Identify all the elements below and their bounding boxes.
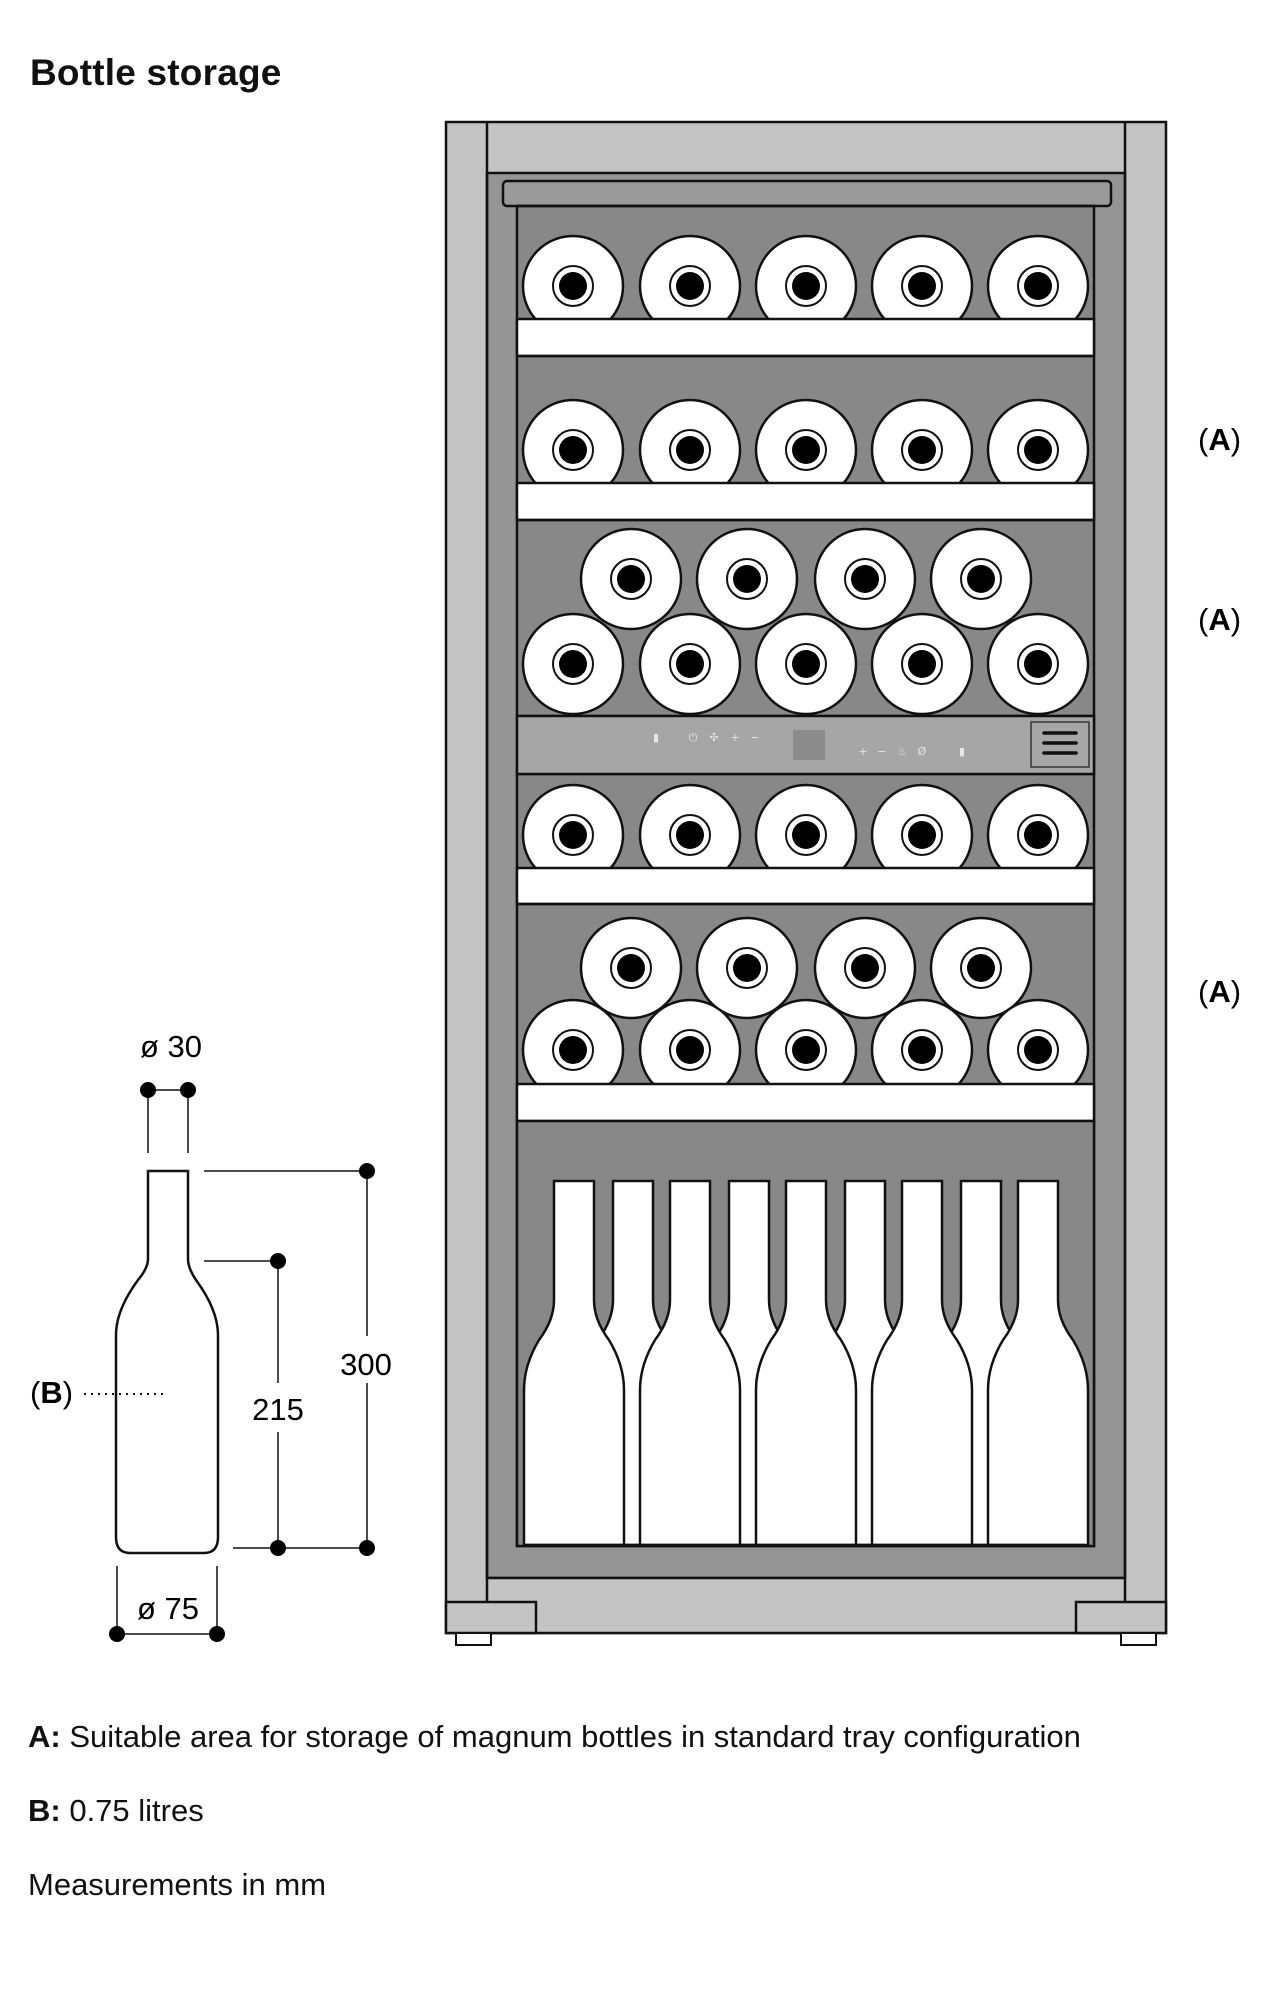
bottle-end xyxy=(754,234,858,319)
bottle-end xyxy=(521,398,625,483)
legend-text: 0.75 litres xyxy=(60,1793,204,1828)
light-icon: ▮ xyxy=(653,731,659,744)
minus-icon: − xyxy=(877,745,886,758)
shelf-board xyxy=(515,481,1096,522)
page-title: Bottle storage xyxy=(30,52,282,93)
area-label-a-3: (A) xyxy=(1198,974,1241,1009)
bottle-end xyxy=(813,527,917,631)
dimension-point xyxy=(109,1626,125,1642)
wine-cabinet xyxy=(444,120,1168,1646)
bottle-end xyxy=(754,998,858,1084)
bottle-end xyxy=(986,998,1090,1084)
menu-button[interactable] xyxy=(1030,721,1090,768)
bottle-end xyxy=(929,527,1033,631)
legend-measurements: Measurements in mm xyxy=(28,1867,326,1903)
control-panel: ▮⏻✣+− +−♨Ø▮ xyxy=(515,714,1096,776)
shoulder-height-label: 215 xyxy=(252,1392,304,1427)
dimension-point xyxy=(270,1253,286,1269)
menu-icon xyxy=(1042,731,1078,755)
bottle-end xyxy=(638,998,742,1084)
minus-icon: − xyxy=(750,731,759,744)
bottle-end xyxy=(986,234,1090,319)
bottle-end xyxy=(929,916,1033,1020)
base-block-right xyxy=(1074,1600,1168,1635)
bottle-end xyxy=(695,916,799,1020)
shelf-compartment xyxy=(521,527,1090,716)
dimension-point xyxy=(180,1082,196,1098)
foot-left xyxy=(455,1632,492,1646)
bottle-end xyxy=(638,398,742,483)
shelf-board xyxy=(515,317,1096,358)
legend-key: B: xyxy=(28,1793,61,1828)
bottle-end xyxy=(638,234,742,319)
bottle-end xyxy=(754,612,858,716)
shelf-board xyxy=(515,866,1096,906)
bottle-end xyxy=(870,783,974,868)
bottle-end xyxy=(754,783,858,868)
bottle-dimension-drawing: ø 30 300 215 ø 75 (B) xyxy=(30,1029,392,1642)
top-rail xyxy=(501,179,1113,208)
bottle-end xyxy=(986,398,1090,483)
dimension-point xyxy=(270,1540,286,1556)
bottle-end xyxy=(813,916,917,1020)
legend-b: B: 0.75 litres xyxy=(28,1793,204,1829)
legend-text: Measurements in mm xyxy=(28,1867,327,1902)
dimension-point xyxy=(209,1626,225,1642)
shelf-compartment xyxy=(521,916,1090,1084)
plus-icon: + xyxy=(730,731,739,744)
neck-diameter-label: ø 30 xyxy=(140,1029,202,1064)
bottle-end xyxy=(521,783,625,868)
shelf-compartment xyxy=(521,783,1090,868)
area-label-a-2: (A) xyxy=(1198,602,1241,637)
bottle-end xyxy=(986,783,1090,868)
dimension-point xyxy=(359,1163,375,1179)
humidity-icon: ♨ xyxy=(897,745,907,758)
foot-right xyxy=(1120,1632,1157,1646)
shelf-board xyxy=(515,1082,1096,1123)
body-diameter-label: ø 75 xyxy=(137,1591,199,1626)
display-window xyxy=(793,730,825,760)
fan-icon: ✣ xyxy=(709,731,718,744)
bottle-end xyxy=(695,527,799,631)
dimension-point xyxy=(359,1540,375,1556)
area-label-a-1: (A) xyxy=(1198,422,1241,457)
total-height-label: 300 xyxy=(340,1347,392,1382)
bottle-end xyxy=(870,234,974,319)
shelf-compartment xyxy=(521,398,1090,483)
cabinet-base xyxy=(485,1576,1127,1635)
bottle-end xyxy=(521,998,625,1084)
legend-a: A: Suitable area for storage of magnum b… xyxy=(28,1719,1081,1755)
bottle-end xyxy=(986,612,1090,716)
bottle-end xyxy=(638,612,742,716)
bottle-end xyxy=(870,998,974,1084)
upright-bottle xyxy=(986,1179,1090,1547)
power-icon: ⏻ xyxy=(689,731,698,744)
bottle-end xyxy=(870,398,974,483)
plus-icon: + xyxy=(858,745,867,758)
bottle-end xyxy=(579,527,683,631)
bottle-end xyxy=(521,234,625,319)
callout-b: (B) xyxy=(30,1375,73,1410)
bottle-end xyxy=(638,783,742,868)
bottle-outline xyxy=(114,1169,220,1555)
bottle-end xyxy=(870,612,974,716)
light-icon: ▮ xyxy=(959,745,965,758)
off-icon: Ø xyxy=(918,745,927,758)
bottle-end xyxy=(754,398,858,483)
bottle-end xyxy=(579,916,683,1020)
base-block-left xyxy=(444,1600,538,1635)
dimension-point xyxy=(140,1082,156,1098)
legend-key: A: xyxy=(28,1719,61,1754)
bottle-end xyxy=(521,612,625,716)
legend-text: Suitable area for storage of magnum bott… xyxy=(60,1719,1081,1754)
shelf-compartment xyxy=(521,234,1090,319)
